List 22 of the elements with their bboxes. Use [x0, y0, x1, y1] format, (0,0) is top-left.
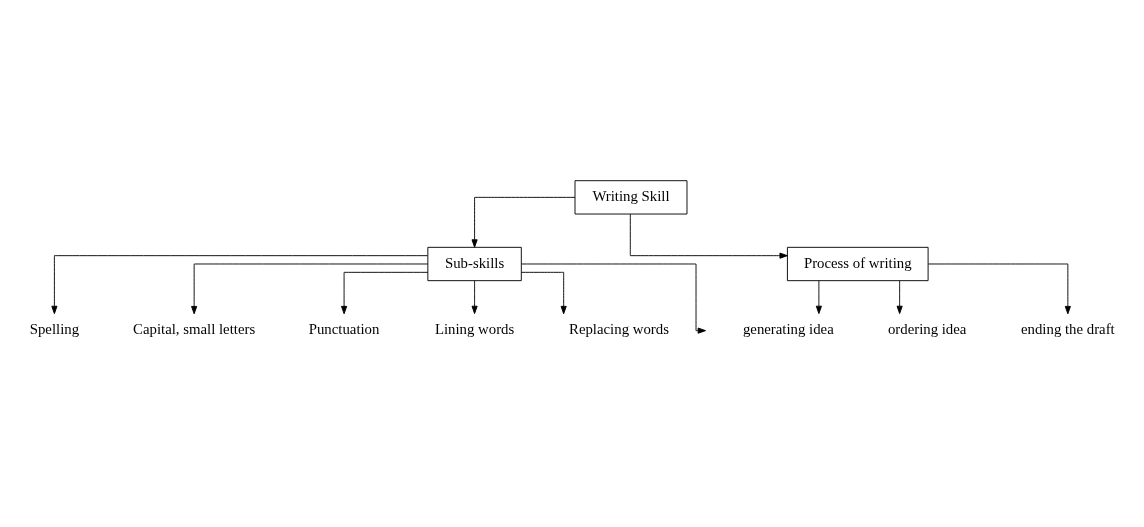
node-box: Sub-skills: [427, 246, 522, 281]
node-text: Lining words: [434, 320, 515, 337]
arrow: [896, 279, 903, 314]
arrow: [471, 196, 576, 248]
node-text: Replacing words: [569, 320, 669, 337]
node-text: ending the draft: [1021, 320, 1115, 337]
arrow: [51, 254, 429, 314]
node-box: Writing Skill: [574, 179, 688, 214]
arrow: [815, 279, 822, 314]
node-text: ordering idea: [887, 320, 967, 337]
arrow: [927, 263, 1071, 314]
arrow: [471, 279, 478, 314]
arrow: [521, 263, 706, 334]
node-text: Capital, small letters: [133, 320, 256, 337]
node-text: generating idea: [742, 320, 834, 337]
node-text: Punctuation: [308, 320, 380, 337]
arrow: [521, 271, 567, 314]
node-text: Spelling: [29, 320, 80, 337]
arrow: [341, 271, 429, 314]
node-box: Process of writing: [786, 246, 929, 281]
arrow: [191, 263, 429, 314]
arrow: [629, 213, 788, 259]
